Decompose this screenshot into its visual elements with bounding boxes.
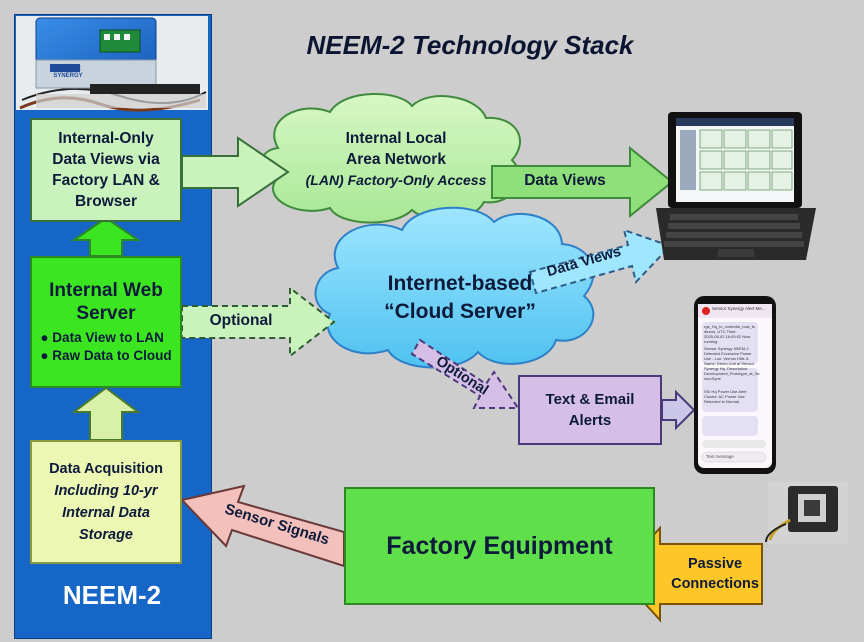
arrow-lan-to-laptop [491,145,674,219]
internet-cloud-text: Internet-based “Cloud Server” [340,270,580,326]
arrow-acq-to-webserver [71,386,141,441]
web-server-title-1: Internal Web [49,280,163,301]
internal-views-line-4: Browser [74,193,138,210]
neem2-label: NEEM-2 [62,580,162,610]
factory-equipment-box: Factory Equipment [344,487,655,605]
hardware-photo [16,16,208,112]
acquisition-line-4: Storage [79,527,133,543]
optional-cloud-label: Optional [209,312,273,329]
phone-image [694,296,776,474]
lan-cloud-text: Internal Local Area Network (LAN) Factor… [286,128,506,191]
phone-msg: Sensor Synergy NEEM-2 [704,346,749,351]
phone-msg: Detected Excessive Power [704,351,752,356]
internet-cloud [314,206,595,369]
sensor-clamp-image [765,482,848,544]
brand-line-1: SENSOR [55,66,81,72]
arrow-webserver-to-cloud [181,285,336,359]
internal-web-server-box: Internal Web Server ● Data View to LAN ●… [30,256,182,388]
phone-msg: Use - Loc: Vernon Hills IL [704,356,750,361]
laptop-image [656,112,816,260]
phone-msg: running [704,339,718,344]
web-server-bullet-1: ● Data View to LAN [40,330,164,345]
arrow-cloud-to-alerts [410,338,520,409]
lan-line-2: Area Network [346,151,446,168]
internal-views-line-2: Data Views via [52,151,160,168]
lan-line-1: Internal Local [345,130,447,147]
passive-connections-label: Passive Connections [668,554,762,594]
acquisition-line-2: Including 10-yr [54,483,158,499]
phone-msg: SSI Hq Power Use Alert [704,389,747,394]
internet-line-1: Internet-based [387,272,533,295]
phone-msg: Returned to Normal [704,399,739,404]
phone-msg: Development_Prototype_at_Se [704,371,760,376]
phone-msg: Closed. AC Power Use [704,394,745,399]
data-acquisition-box: Data Acquisition Including 10-yr Interna… [30,440,182,564]
passive-line-2: Connections [671,576,759,592]
data-views-lan-label: Data Views [524,172,606,189]
phone-input-text: Text message [706,454,734,459]
acquisition-line-1: Data Acquisition [49,461,163,477]
arrow-cloud-to-laptop [528,228,672,295]
acquisition-line-3: Internal Data [62,505,150,521]
arrow-webserver-to-internal [70,216,142,257]
arrow-internal-to-lan [181,136,290,208]
internet-line-2: “Cloud Server” [384,300,536,323]
passive-line-1: Passive [687,556,743,572]
brand-line-2: SYNERGY [53,73,83,79]
web-server-bullet-2: ● Raw Data to Cloud [40,348,172,363]
alerts-line-2: Alerts [568,412,612,429]
web-server-title-2: Server [76,303,136,324]
arrow-alerts-to-phone [661,389,696,431]
arrow-factory-to-acq [180,484,345,568]
phone-header-text: Sensor Synergy Alert Me... [712,306,766,311]
phone-msg: Name: Demo Unit at Sensor [704,361,755,366]
phone-msg: dturos, UTC Time: [704,329,737,334]
lan-line-3: (LAN) Factory-Only Access [305,172,487,188]
page-title: NEEM-2 Technology Stack [306,30,634,60]
internal-data-views-box: Internal-Only Data Views via Factory LAN… [30,118,182,222]
hardware-brand-text: SENSOR SYNERGY [46,66,90,80]
phone-msg: nsorSyne [704,376,721,381]
phone-msg: 2025-06-02 16:09:02 Now [704,334,751,339]
phone-msg: Synergy Hq. Description: [704,366,749,371]
alerts-line-1: Text & Email [545,391,635,408]
phone-messages: rgs_Hq_to_conbotto_now_fs dturos, UTC Ti… [704,324,760,404]
phone-msg: rgs_Hq_to_conbotto_now_fs [704,324,755,329]
internal-views-line-3: Factory LAN & [52,172,160,189]
internal-views-line-1: Internal-Only [58,130,154,147]
text-email-alerts-box: Text & Email Alerts [518,375,662,445]
